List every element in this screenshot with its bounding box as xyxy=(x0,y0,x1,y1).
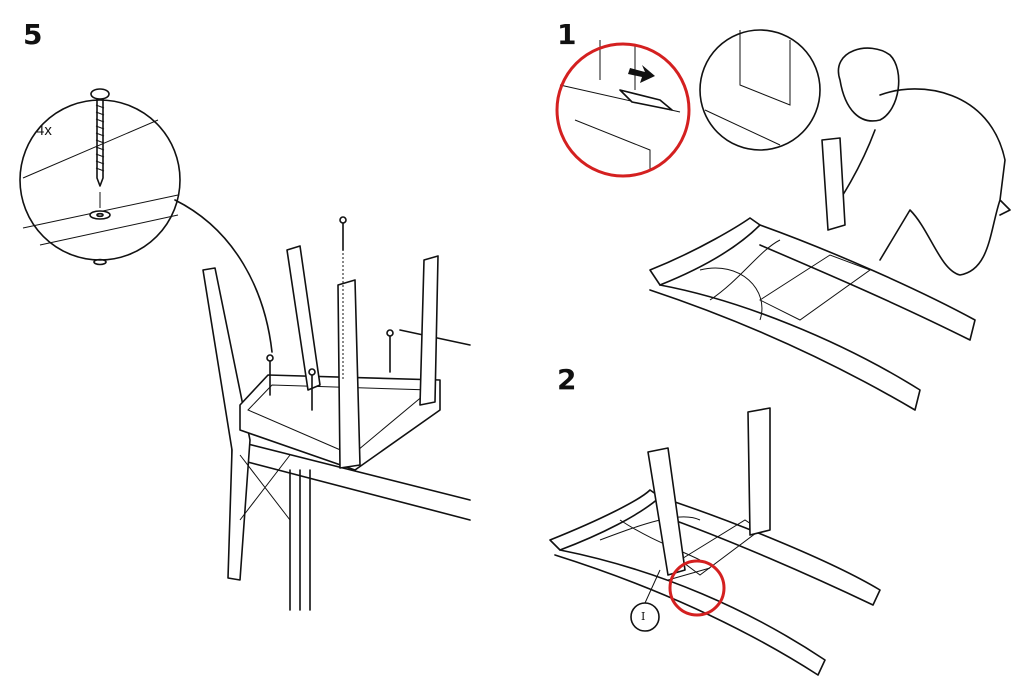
quantity-label: 4x xyxy=(36,122,52,139)
step-number-5: 5 xyxy=(23,18,43,51)
step-number-1: 1 xyxy=(557,18,577,51)
highlight-circle xyxy=(668,559,726,617)
step2-illustration xyxy=(549,407,881,676)
chair-upside-down xyxy=(202,216,471,611)
step5-detail-magnifier xyxy=(19,88,181,266)
arrow-icon xyxy=(628,65,655,83)
part-label: I xyxy=(641,610,646,623)
step1-illustration xyxy=(555,29,1011,411)
step-number-2: 2 xyxy=(557,363,577,396)
screw-icon xyxy=(90,88,110,208)
washer-icon xyxy=(89,210,111,220)
part-label-circle xyxy=(630,602,660,632)
highlight-circle xyxy=(555,42,691,178)
